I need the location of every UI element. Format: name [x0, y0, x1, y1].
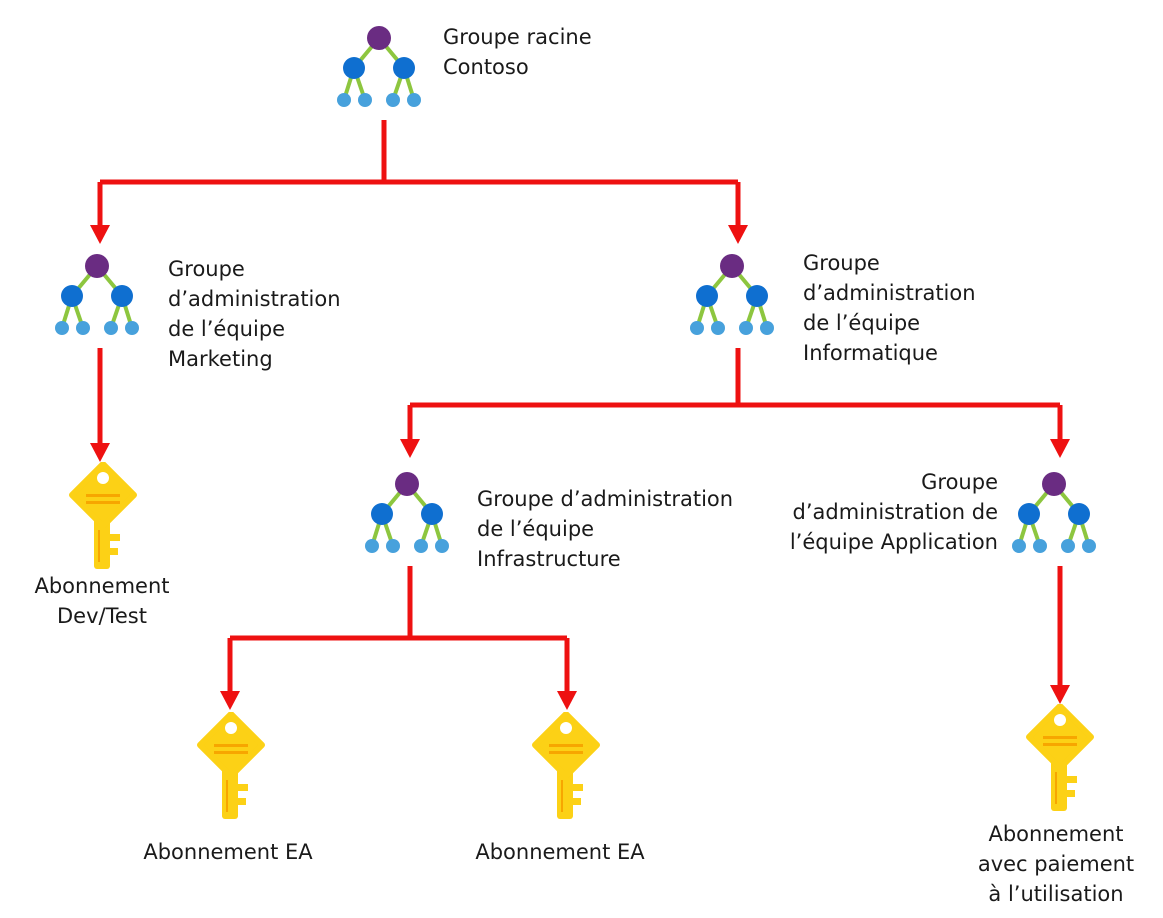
it-group-label: Groupe d’administration de l’équipe Info… — [803, 251, 976, 365]
ea-subscription-label: Abonnement EA — [143, 840, 313, 864]
payg-subscription-label: Abonnement avec paiement à l’utilisation — [977, 822, 1135, 906]
root-group-label: Groupe racine Contoso — [443, 25, 592, 79]
arrowhead — [400, 439, 420, 458]
ea-subscription-label: Abonnement EA — [475, 840, 645, 864]
management-group-icon — [55, 254, 139, 335]
arrowhead — [90, 443, 110, 462]
arrowhead — [557, 691, 577, 710]
arrowhead — [728, 225, 748, 244]
infra-group-label: Groupe d’administration de l’équipe Infr… — [477, 487, 734, 571]
connector-line — [97, 120, 741, 228]
connector-line — [407, 348, 1063, 441]
arrowhead — [220, 691, 240, 710]
key-icon — [69, 462, 137, 569]
marketing-group-label: Groupe d’administration de l’équipe Mark… — [168, 257, 341, 371]
arrowhead — [1050, 685, 1070, 704]
management-group-icon — [690, 254, 774, 335]
connector-line — [227, 566, 570, 692]
app-group-label: Groupe d’administration de l’équipe Appl… — [789, 470, 998, 554]
management-group-icon — [365, 472, 449, 553]
devtest-subscription-label: Abonnement Dev/Test — [34, 574, 170, 628]
arrowhead — [1050, 439, 1070, 458]
key-icon — [197, 712, 265, 819]
management-group-icon — [1012, 472, 1096, 553]
management-group-icon — [337, 26, 421, 107]
key-icon — [532, 712, 600, 819]
arrowhead — [90, 225, 110, 244]
key-icon — [1026, 704, 1094, 811]
